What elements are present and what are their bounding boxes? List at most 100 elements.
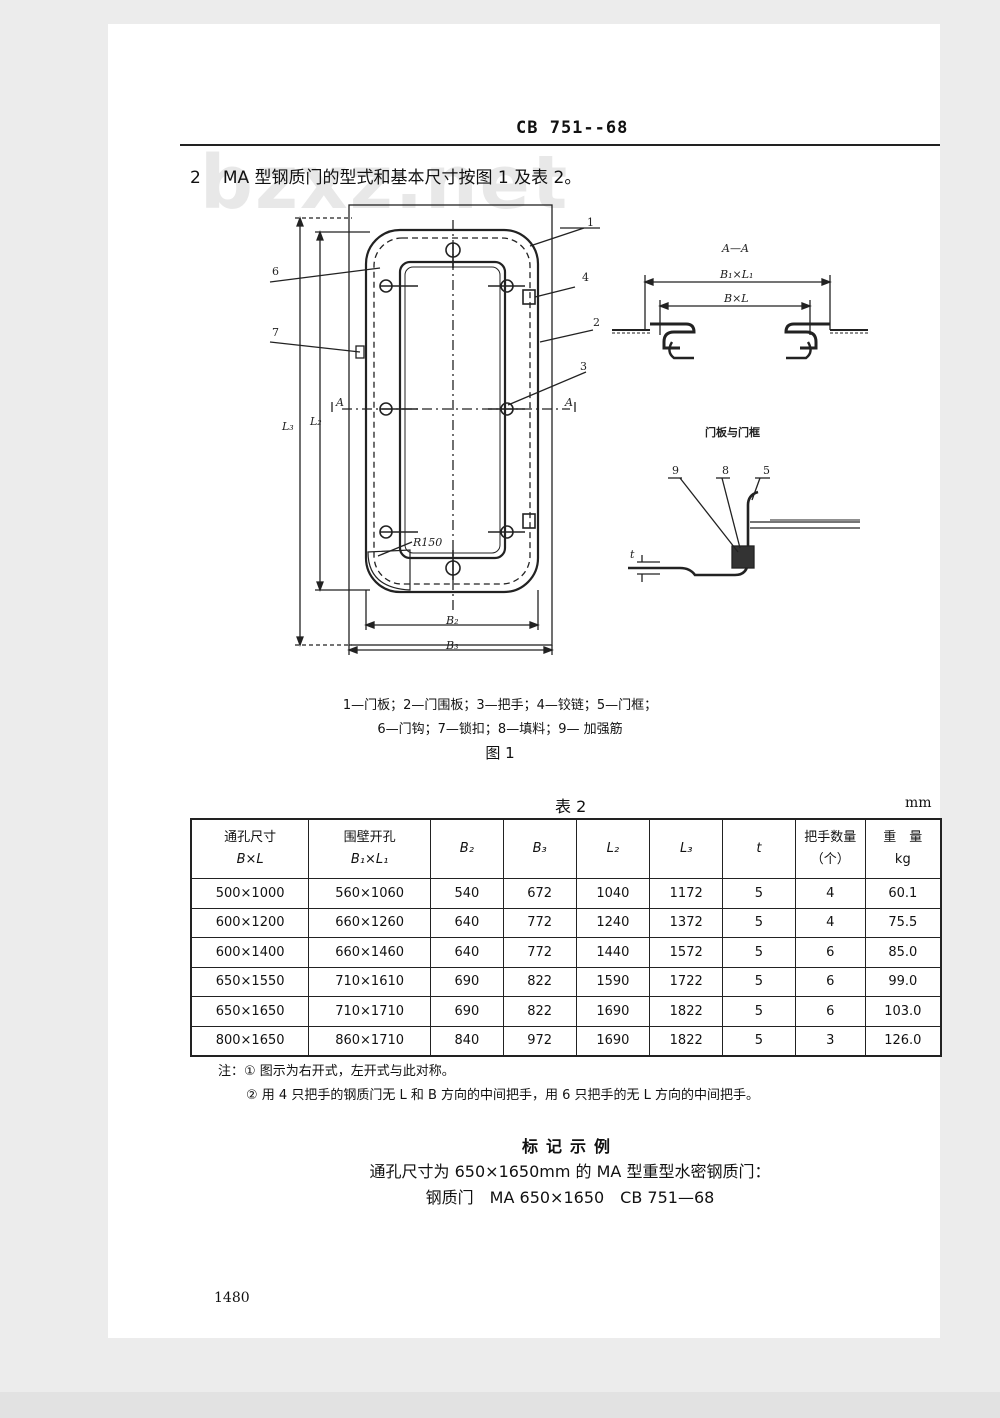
callout-2: 2 bbox=[593, 316, 600, 329]
cell: 1172 bbox=[649, 878, 724, 909]
l3-label: L₃ bbox=[281, 420, 294, 433]
b3-label: B₃ bbox=[445, 639, 459, 652]
cell: 5 bbox=[722, 996, 796, 1027]
cell: 710×1610 bbox=[308, 966, 431, 997]
cell: 540 bbox=[429, 878, 504, 909]
cell: 1372 bbox=[649, 907, 724, 938]
figure-caption: 图 1 bbox=[485, 744, 515, 762]
cell: 600×1400 bbox=[190, 937, 310, 968]
cell: 1822 bbox=[649, 1025, 724, 1057]
note-2: ② 用 4 只把手的钢质门无 L 和 B 方向的中间把手，用 6 只把手的无 L… bbox=[246, 1088, 760, 1103]
cell: 560×1060 bbox=[308, 878, 431, 909]
cell: 75.5 bbox=[864, 907, 942, 938]
cell: 6 bbox=[794, 996, 866, 1027]
cell: 500×1000 bbox=[190, 878, 310, 909]
cell: 1822 bbox=[649, 996, 724, 1027]
cell: 600×1200 bbox=[190, 907, 310, 938]
l2-label: L₂ bbox=[309, 415, 322, 428]
cell: 650×1650 bbox=[190, 996, 310, 1027]
cell: 126.0 bbox=[864, 1025, 942, 1057]
standard-code-header: CB 751--68 bbox=[516, 118, 629, 138]
cell: 103.0 bbox=[864, 996, 942, 1027]
col-header-handle-count: 把手数量（个） bbox=[794, 818, 866, 879]
cell: 5 bbox=[722, 966, 796, 997]
page-number: 1480 bbox=[214, 1290, 250, 1306]
callout-7: 7 bbox=[272, 326, 279, 339]
cell: 772 bbox=[502, 937, 577, 968]
cell: 5 bbox=[722, 1025, 796, 1057]
door-coaming bbox=[373, 237, 531, 585]
cell: 860×1710 bbox=[308, 1025, 431, 1057]
cell: 1590 bbox=[575, 966, 651, 997]
section-number: 2 bbox=[190, 168, 201, 188]
col-header-l3: L₃ bbox=[649, 818, 724, 879]
section-heading: 2 MA 型钢质门的型式和基本尺寸按图 1 及表 2。 bbox=[190, 163, 581, 188]
cell: 772 bbox=[502, 907, 577, 938]
section-view-label: A—A bbox=[721, 242, 749, 255]
cell: 1040 bbox=[575, 878, 651, 909]
cell: 99.0 bbox=[864, 966, 942, 997]
cell: 5 bbox=[722, 878, 796, 909]
section-mark-left: A bbox=[335, 396, 344, 409]
cell: 840 bbox=[429, 1025, 504, 1057]
col-header-b3: B₃ bbox=[502, 818, 577, 879]
marking-example-title: 标记示例 bbox=[521, 1137, 618, 1156]
callout-4: 4 bbox=[582, 271, 589, 284]
cell: 4 bbox=[794, 907, 866, 938]
figure-1-drawing: 1 2 3 4 5 6 7 8 9 A A A—A B₁×L₁ B×L 门板与门… bbox=[269, 204, 868, 655]
cell: 660×1260 bbox=[308, 907, 431, 938]
t-label: t bbox=[630, 548, 635, 561]
handle-marks bbox=[379, 242, 525, 580]
cell: 822 bbox=[502, 996, 577, 1027]
cell: 85.0 bbox=[864, 937, 942, 968]
callout-9: 9 bbox=[672, 464, 679, 477]
cell: 3 bbox=[794, 1025, 866, 1057]
cell: 640 bbox=[429, 937, 504, 968]
cell: 4 bbox=[794, 878, 866, 909]
cell: 60.1 bbox=[864, 878, 942, 909]
cell: 1572 bbox=[649, 937, 724, 968]
callout-8: 8 bbox=[722, 464, 729, 477]
detail-view-title: 门板与门框 bbox=[705, 425, 760, 439]
viewer-bottom-bar bbox=[0, 1392, 1000, 1418]
figure-legend-line-2: 6—门钩；7—锁扣；8—填料；9— 加强筋 bbox=[377, 722, 623, 737]
section-mark-right: A bbox=[564, 396, 573, 409]
marking-example-line-2: 钢质门 MA 650×1650 CB 751—68 bbox=[425, 1188, 715, 1207]
table-title: 表 2 bbox=[555, 797, 587, 816]
cell: 972 bbox=[502, 1025, 577, 1057]
b1l1-label: B₁×L₁ bbox=[719, 268, 753, 281]
document-page bbox=[108, 24, 940, 1338]
table-unit: mm bbox=[905, 795, 932, 811]
col-header-l2: L₂ bbox=[575, 818, 651, 879]
cell: 1440 bbox=[575, 937, 651, 968]
col-header-t: t bbox=[722, 818, 796, 879]
bl-label: B×L bbox=[723, 292, 749, 305]
cell: 1690 bbox=[575, 1025, 651, 1057]
section-text: MA 型钢质门的型式和基本尺寸按图 1 及表 2。 bbox=[222, 168, 582, 188]
cell: 6 bbox=[794, 937, 866, 968]
cell: 5 bbox=[722, 937, 796, 968]
cell: 5 bbox=[722, 907, 796, 938]
cell: 640 bbox=[429, 907, 504, 938]
header-rule bbox=[180, 144, 940, 146]
callout-6: 6 bbox=[272, 265, 279, 278]
door-panel bbox=[364, 228, 540, 594]
marking-example-line-1: 通孔尺寸为 650×1650mm 的 MA 型重型水密钢质门： bbox=[369, 1162, 771, 1181]
cell: 650×1550 bbox=[190, 966, 310, 997]
r150-label: R150 bbox=[412, 536, 442, 549]
door-frame-outline bbox=[348, 204, 553, 646]
cell: 1722 bbox=[649, 966, 724, 997]
b2-label: B₂ bbox=[445, 614, 459, 627]
cell: 690 bbox=[429, 966, 504, 997]
note-1: 注：① 图示为右开式，左开式与此对称。 bbox=[218, 1064, 455, 1079]
cell: 1240 bbox=[575, 907, 651, 938]
cell: 6 bbox=[794, 966, 866, 997]
callout-5: 5 bbox=[763, 464, 770, 477]
